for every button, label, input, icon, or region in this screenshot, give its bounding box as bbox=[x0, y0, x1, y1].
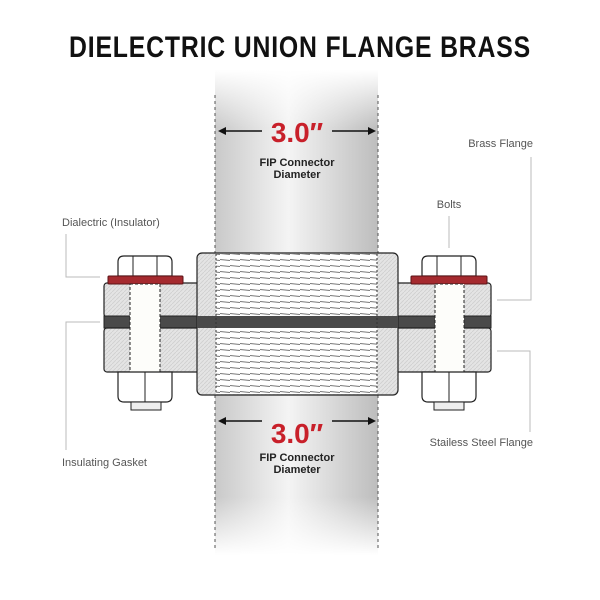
washer-left bbox=[107, 275, 184, 285]
diameter-caption-bottom-line2: Diameter bbox=[273, 464, 321, 476]
diameter-value-top: 3.0″ bbox=[271, 117, 323, 148]
diameter-caption-bottom-line1: FIP Connector bbox=[260, 452, 336, 464]
dimension-bottom: 3.0″ FIP Connector Diameter bbox=[218, 417, 376, 476]
diameter-value-bottom: 3.0″ bbox=[271, 418, 323, 449]
washer-right bbox=[410, 275, 488, 285]
dimension-top: 3.0″ FIP Connector Diameter bbox=[218, 117, 376, 181]
thread-upper bbox=[216, 254, 377, 316]
label-bolts: Bolts bbox=[437, 199, 462, 211]
diameter-caption-top-line2: Diameter bbox=[273, 169, 321, 181]
diameter-caption-top-line1: FIP Connector bbox=[260, 157, 336, 169]
label-steel-flange: Stailess Steel Flange bbox=[430, 437, 533, 449]
label-dialectric: Dialectric (Insulator) bbox=[62, 217, 160, 229]
thread-lower bbox=[216, 328, 377, 394]
flange-assembly bbox=[103, 252, 492, 396]
page-title: DIELECTRIC UNION FLANGE BRASS bbox=[69, 31, 531, 64]
label-insulating-gasket: Insulating Gasket bbox=[62, 457, 147, 469]
bolt-left bbox=[107, 255, 184, 411]
label-brass-flange: Brass Flange bbox=[468, 138, 533, 150]
callouts: Dialectric (Insulator) Insulating Gasket… bbox=[62, 138, 533, 469]
bolt-right bbox=[410, 255, 488, 411]
